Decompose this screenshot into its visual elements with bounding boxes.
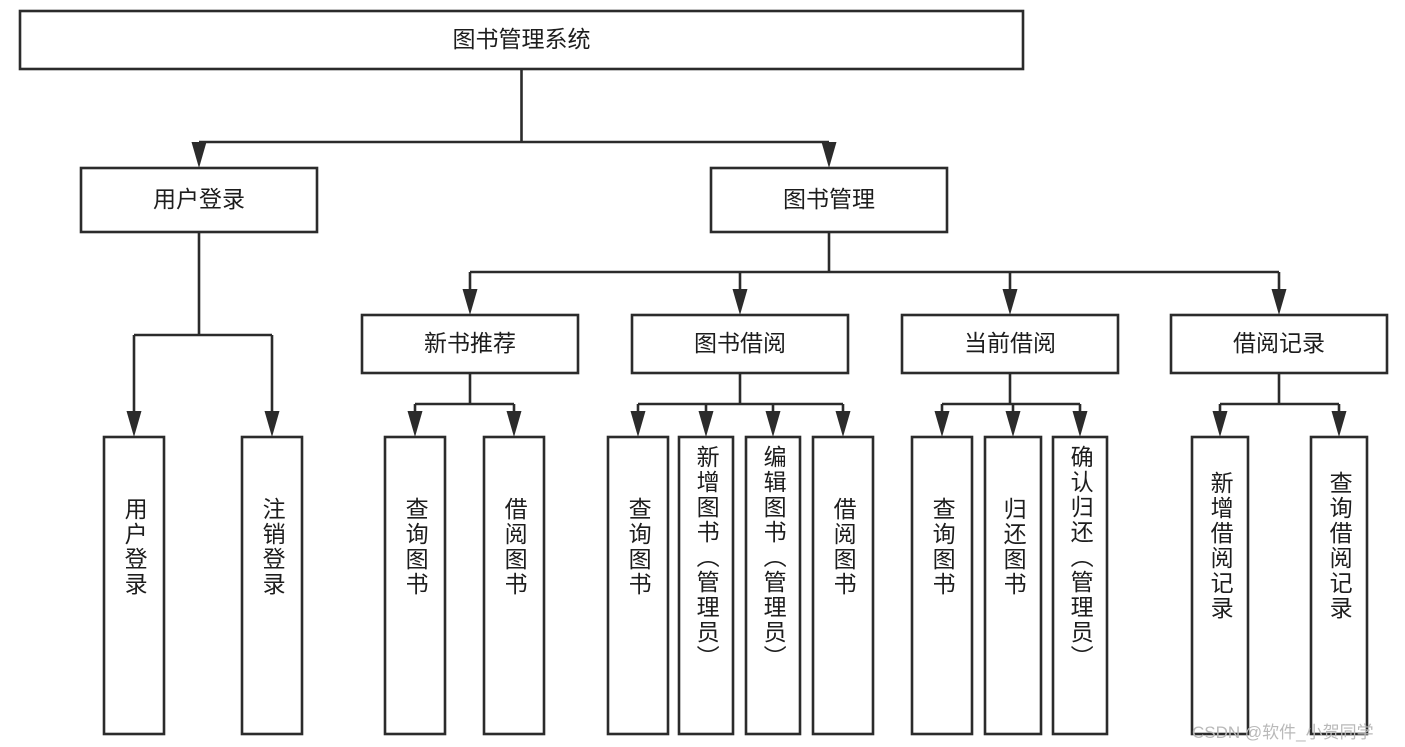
connector-arrow-icon: [630, 411, 646, 437]
node-box: [1309, 435, 1369, 736]
node-box: [983, 435, 1043, 736]
node-leaf-query-book-2[interactable]: [606, 435, 670, 736]
node-new-book-rec[interactable]: 新书推荐: [360, 313, 580, 375]
node-box: [482, 435, 546, 736]
node-borrow-record[interactable]: 借阅记录: [1169, 313, 1389, 375]
node-box: [1190, 435, 1250, 736]
node-box: [1169, 313, 1389, 375]
node-leaf-query-book-1[interactable]: [383, 435, 447, 736]
connector-arrow-icon: [1005, 411, 1021, 437]
connector-arrow-icon: [462, 289, 478, 315]
connector-arrow-icon: [407, 411, 423, 437]
node-box: [677, 435, 735, 736]
node-label: 用户登录: [153, 186, 245, 212]
node-book-manage[interactable]: 图书管理: [709, 166, 949, 234]
node-box: [630, 313, 850, 375]
connector-arrow-icon: [1271, 289, 1287, 315]
node-box: [709, 166, 949, 234]
node-book-borrow[interactable]: 图书借阅: [630, 313, 850, 375]
node-box: [1051, 435, 1109, 736]
node-leaf-query-record[interactable]: [1309, 435, 1369, 736]
connector-arrow-icon: [126, 411, 142, 437]
node-box: [79, 166, 319, 234]
node-box: [910, 435, 974, 736]
node-leaf-borrow-book-2[interactable]: [811, 435, 875, 736]
connector-arrow-icon: [835, 411, 851, 437]
connector-arrow-icon: [732, 289, 748, 315]
node-user-login[interactable]: 用户登录: [79, 166, 319, 234]
node-box: [383, 435, 447, 736]
node-leaf-confirm-return[interactable]: [1051, 435, 1109, 736]
node-leaf-user-login[interactable]: [102, 435, 166, 736]
connector-arrow-icon: [264, 411, 280, 437]
connector-arrow-icon: [765, 411, 781, 437]
node-box: [18, 9, 1025, 71]
node-root[interactable]: 图书管理系统: [18, 9, 1025, 71]
node-label: 图书管理: [783, 186, 875, 212]
connector-arrow-icon: [1212, 411, 1228, 437]
node-box: [360, 313, 580, 375]
node-label: 借阅记录: [1233, 330, 1325, 356]
node-leaf-borrow-book-1[interactable]: [482, 435, 546, 736]
node-box: [900, 313, 1120, 375]
connector-arrow-icon: [1072, 411, 1088, 437]
csdn-watermark: CSDN @软件_小贺同学: [1192, 723, 1374, 742]
node-label: 当前借阅: [964, 330, 1056, 356]
node-leaf-return-book[interactable]: [983, 435, 1043, 736]
node-leaf-add-book[interactable]: [677, 435, 735, 736]
node-box: [744, 435, 802, 736]
node-label: 图书管理系统: [453, 26, 591, 52]
connector-arrow-icon: [934, 411, 950, 437]
connector-arrow-icon: [821, 142, 837, 168]
node-label: 新书推荐: [424, 330, 516, 356]
node-leaf-logout[interactable]: [240, 435, 304, 736]
connector-arrow-icon: [1331, 411, 1347, 437]
node-leaf-add-record[interactable]: [1190, 435, 1250, 736]
connector-arrow-icon: [1002, 289, 1018, 315]
node-leaf-query-book-3[interactable]: [910, 435, 974, 736]
node-box: [240, 435, 304, 736]
node-box: [102, 435, 166, 736]
connector-arrow-icon: [506, 411, 522, 437]
node-current-borrow[interactable]: 当前借阅: [900, 313, 1120, 375]
node-label: 图书借阅: [694, 330, 786, 356]
node-box: [606, 435, 670, 736]
connector-arrow-icon: [191, 142, 207, 168]
connector-arrow-icon: [698, 411, 714, 437]
node-box: [811, 435, 875, 736]
node-leaf-edit-book[interactable]: [744, 435, 802, 736]
